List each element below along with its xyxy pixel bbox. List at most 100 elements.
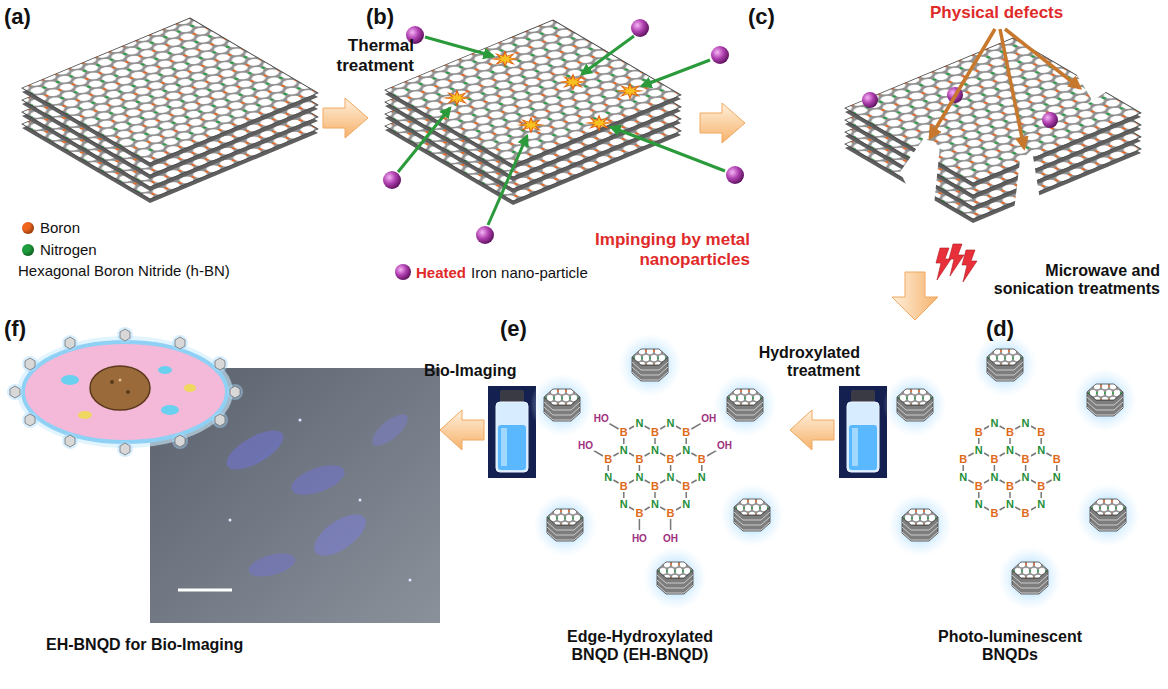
atom-symbol: N [974, 499, 984, 510]
atom-symbol: N [619, 499, 629, 510]
quantum-dot [973, 333, 1037, 397]
molecule-bond [623, 492, 625, 498]
molecule-bond [670, 519, 672, 530]
molecule-bond [629, 507, 634, 510]
molecule-bond [660, 480, 665, 483]
atom-symbol: B [989, 454, 999, 465]
legend-swatch [22, 222, 34, 234]
panel-label: (e) [500, 316, 527, 341]
impact-burst [618, 84, 642, 98]
quantum-dot [1073, 368, 1137, 432]
quantum-dot [530, 373, 594, 437]
impact-burst [519, 118, 543, 132]
atom-symbol: N [1036, 445, 1046, 456]
molecule-bond [1056, 465, 1058, 471]
molecule-bond [660, 453, 665, 456]
impact-arrow [425, 37, 493, 56]
lightning-bolt [962, 250, 977, 282]
molecule-bond [1000, 453, 1005, 456]
defect-crack [1012, 150, 1040, 232]
molecule-bond [691, 480, 696, 483]
molecule-bond [629, 426, 634, 429]
atom-symbol: N [666, 418, 676, 429]
hbn-stack [845, 38, 1141, 223]
molecule-bond [685, 492, 687, 498]
molecule-bond [629, 480, 634, 483]
impact-arrow [398, 108, 450, 172]
atom-symbol: N [634, 418, 644, 429]
atom-symbol: N [603, 472, 613, 483]
molecule-bond [1046, 480, 1051, 483]
molecule-bond [691, 453, 696, 456]
atom-symbol: N [666, 472, 676, 483]
atom-symbol: B [974, 427, 984, 438]
impact-burst [587, 116, 611, 130]
impact-burst [445, 91, 469, 105]
atom-symbol: N [974, 445, 984, 456]
defect-pointer [1005, 29, 1080, 88]
atom-symbol: N [989, 472, 999, 483]
molecule-bond [639, 519, 641, 530]
molecule-bond [645, 480, 650, 483]
atom-symbol: B [1005, 481, 1015, 492]
molecule-bond [1040, 492, 1042, 498]
molecule-bond [1015, 507, 1020, 510]
atom-symbol: B [634, 508, 644, 519]
molecule-bond [968, 453, 973, 456]
molecule-bond [1046, 453, 1051, 456]
impact-burst [561, 75, 585, 89]
atom-symbol: B [974, 481, 984, 492]
defect-crack [900, 138, 940, 205]
molecule-bond [1040, 438, 1042, 444]
molecule-bond [670, 465, 672, 471]
molecule-bond [1009, 492, 1011, 498]
quantum-dot [883, 373, 947, 437]
atom-symbol: N [958, 472, 968, 483]
molecule-bond [613, 480, 618, 483]
annotation: Physical defects [930, 3, 1063, 23]
molecule-bond [685, 438, 687, 444]
molecule-bond [707, 450, 717, 456]
hbn-stack [22, 18, 318, 203]
panel-label: (c) [748, 4, 775, 29]
molecule-bond [1000, 480, 1005, 483]
molecule-bond [984, 453, 989, 456]
quantum-dot [643, 546, 707, 610]
atom-symbol: B [619, 481, 629, 492]
process-arrow [892, 272, 938, 320]
iron-nanoparticle [711, 46, 729, 64]
quantum-dots [530, 333, 784, 610]
molecule-bond [701, 465, 703, 471]
atom-symbol: B [650, 481, 660, 492]
atom-symbol: B [1021, 454, 1031, 465]
atom-symbol: B [666, 454, 676, 465]
panel-label: (f) [4, 316, 26, 341]
annotation: Impinging by metal nanoparticles [588, 230, 750, 269]
panel-label: (a) [4, 4, 31, 29]
iron-nanoparticle [726, 166, 744, 184]
quantum-dot [888, 493, 952, 557]
vial [488, 386, 536, 478]
step-label: Bio-Imaging [424, 362, 516, 380]
caption-label: EH-BNQD for Bio-Imaging [46, 636, 243, 654]
iron-nanoparticle [1042, 112, 1058, 128]
impact-bursts [445, 52, 642, 132]
molecule-bond [654, 438, 656, 444]
quantum-dot [720, 483, 784, 547]
impact-arrow [642, 60, 710, 86]
quantum-dot [713, 373, 777, 437]
caption-label: Hexagonal Boron Nitride (h-BN) [18, 262, 230, 279]
functional-group: HO [593, 414, 610, 424]
atom-symbol: B [681, 481, 691, 492]
process-arrow [790, 410, 834, 450]
atom-symbol: N [989, 418, 999, 429]
molecule-bond [613, 453, 618, 456]
atom-symbol: B [958, 454, 968, 465]
lightning-bolt [936, 248, 951, 280]
hbn-stack [385, 20, 681, 205]
atom-symbol: B [681, 427, 691, 438]
panel-label: (d) [986, 316, 1014, 341]
molecule-bond [691, 423, 701, 429]
atom-symbol: B [1036, 481, 1046, 492]
